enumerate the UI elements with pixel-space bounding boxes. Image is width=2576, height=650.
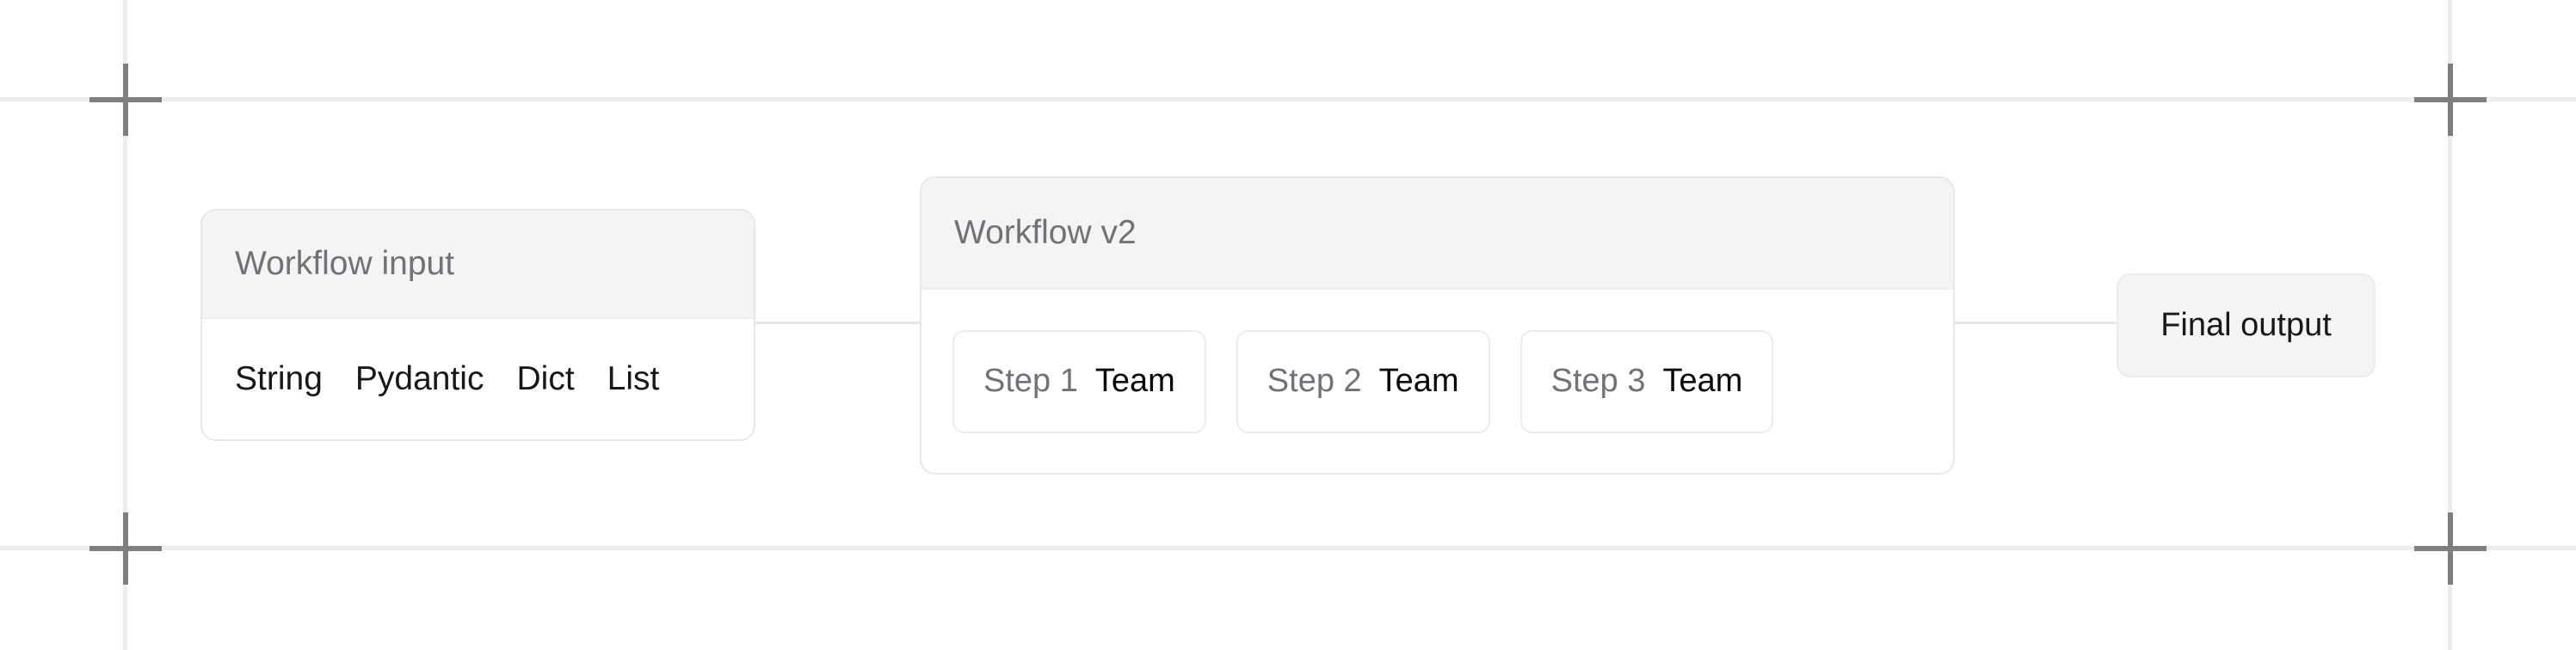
node-final-output[interactable]: Final output bbox=[2117, 273, 2376, 377]
node-workflow-input[interactable]: Workflow input String Pydantic Dict List bbox=[200, 209, 755, 441]
node-workflow-v2-title: Workflow v2 bbox=[954, 214, 1137, 251]
step-1-label: Step 1 bbox=[983, 363, 1078, 399]
step-2-label: Step 2 bbox=[1266, 363, 1362, 399]
crosshair-marker-bottom-right bbox=[2414, 512, 2487, 585]
input-type-dict[interactable]: Dict bbox=[516, 360, 575, 397]
step-chip-2[interactable]: Step 2 Team bbox=[1236, 329, 1490, 433]
guide-line-horizontal-bottom bbox=[0, 546, 2576, 550]
step-chip-3[interactable]: Step 3 Team bbox=[1519, 329, 1774, 433]
crosshair-marker-top-left bbox=[89, 64, 162, 136]
node-workflow-input-title: Workflow input bbox=[235, 245, 455, 282]
step-1-kind: Team bbox=[1094, 363, 1175, 399]
crosshair-marker-bottom-left bbox=[89, 512, 162, 585]
node-workflow-input-body: String Pydantic Dict List bbox=[202, 319, 754, 439]
node-workflow-v2[interactable]: Workflow v2 Step 1 Team Step 2 Team Step… bbox=[920, 176, 1955, 475]
step-3-label: Step 3 bbox=[1550, 363, 1646, 399]
node-workflow-v2-body: Step 1 Team Step 2 Team Step 3 Team bbox=[921, 290, 1953, 473]
step-2-kind: Team bbox=[1378, 363, 1459, 399]
node-final-output-label: Final output bbox=[2160, 307, 2332, 343]
step-chip-1[interactable]: Step 1 Team bbox=[952, 329, 1206, 433]
crosshair-marker-top-right bbox=[2414, 64, 2487, 136]
input-type-list[interactable]: List bbox=[607, 360, 660, 397]
guide-line-vertical-right bbox=[2448, 0, 2452, 650]
input-type-pydantic[interactable]: Pydantic bbox=[354, 360, 484, 397]
edge-workflow-to-output bbox=[1953, 322, 2118, 324]
guide-line-vertical-left bbox=[123, 0, 127, 650]
node-workflow-input-header: Workflow input bbox=[202, 211, 754, 319]
node-workflow-v2-header: Workflow v2 bbox=[921, 178, 1953, 290]
edge-input-to-workflow bbox=[754, 322, 921, 324]
guide-line-horizontal-top bbox=[0, 97, 2576, 101]
input-type-string[interactable]: String bbox=[235, 360, 323, 397]
step-3-kind: Team bbox=[1662, 363, 1743, 399]
